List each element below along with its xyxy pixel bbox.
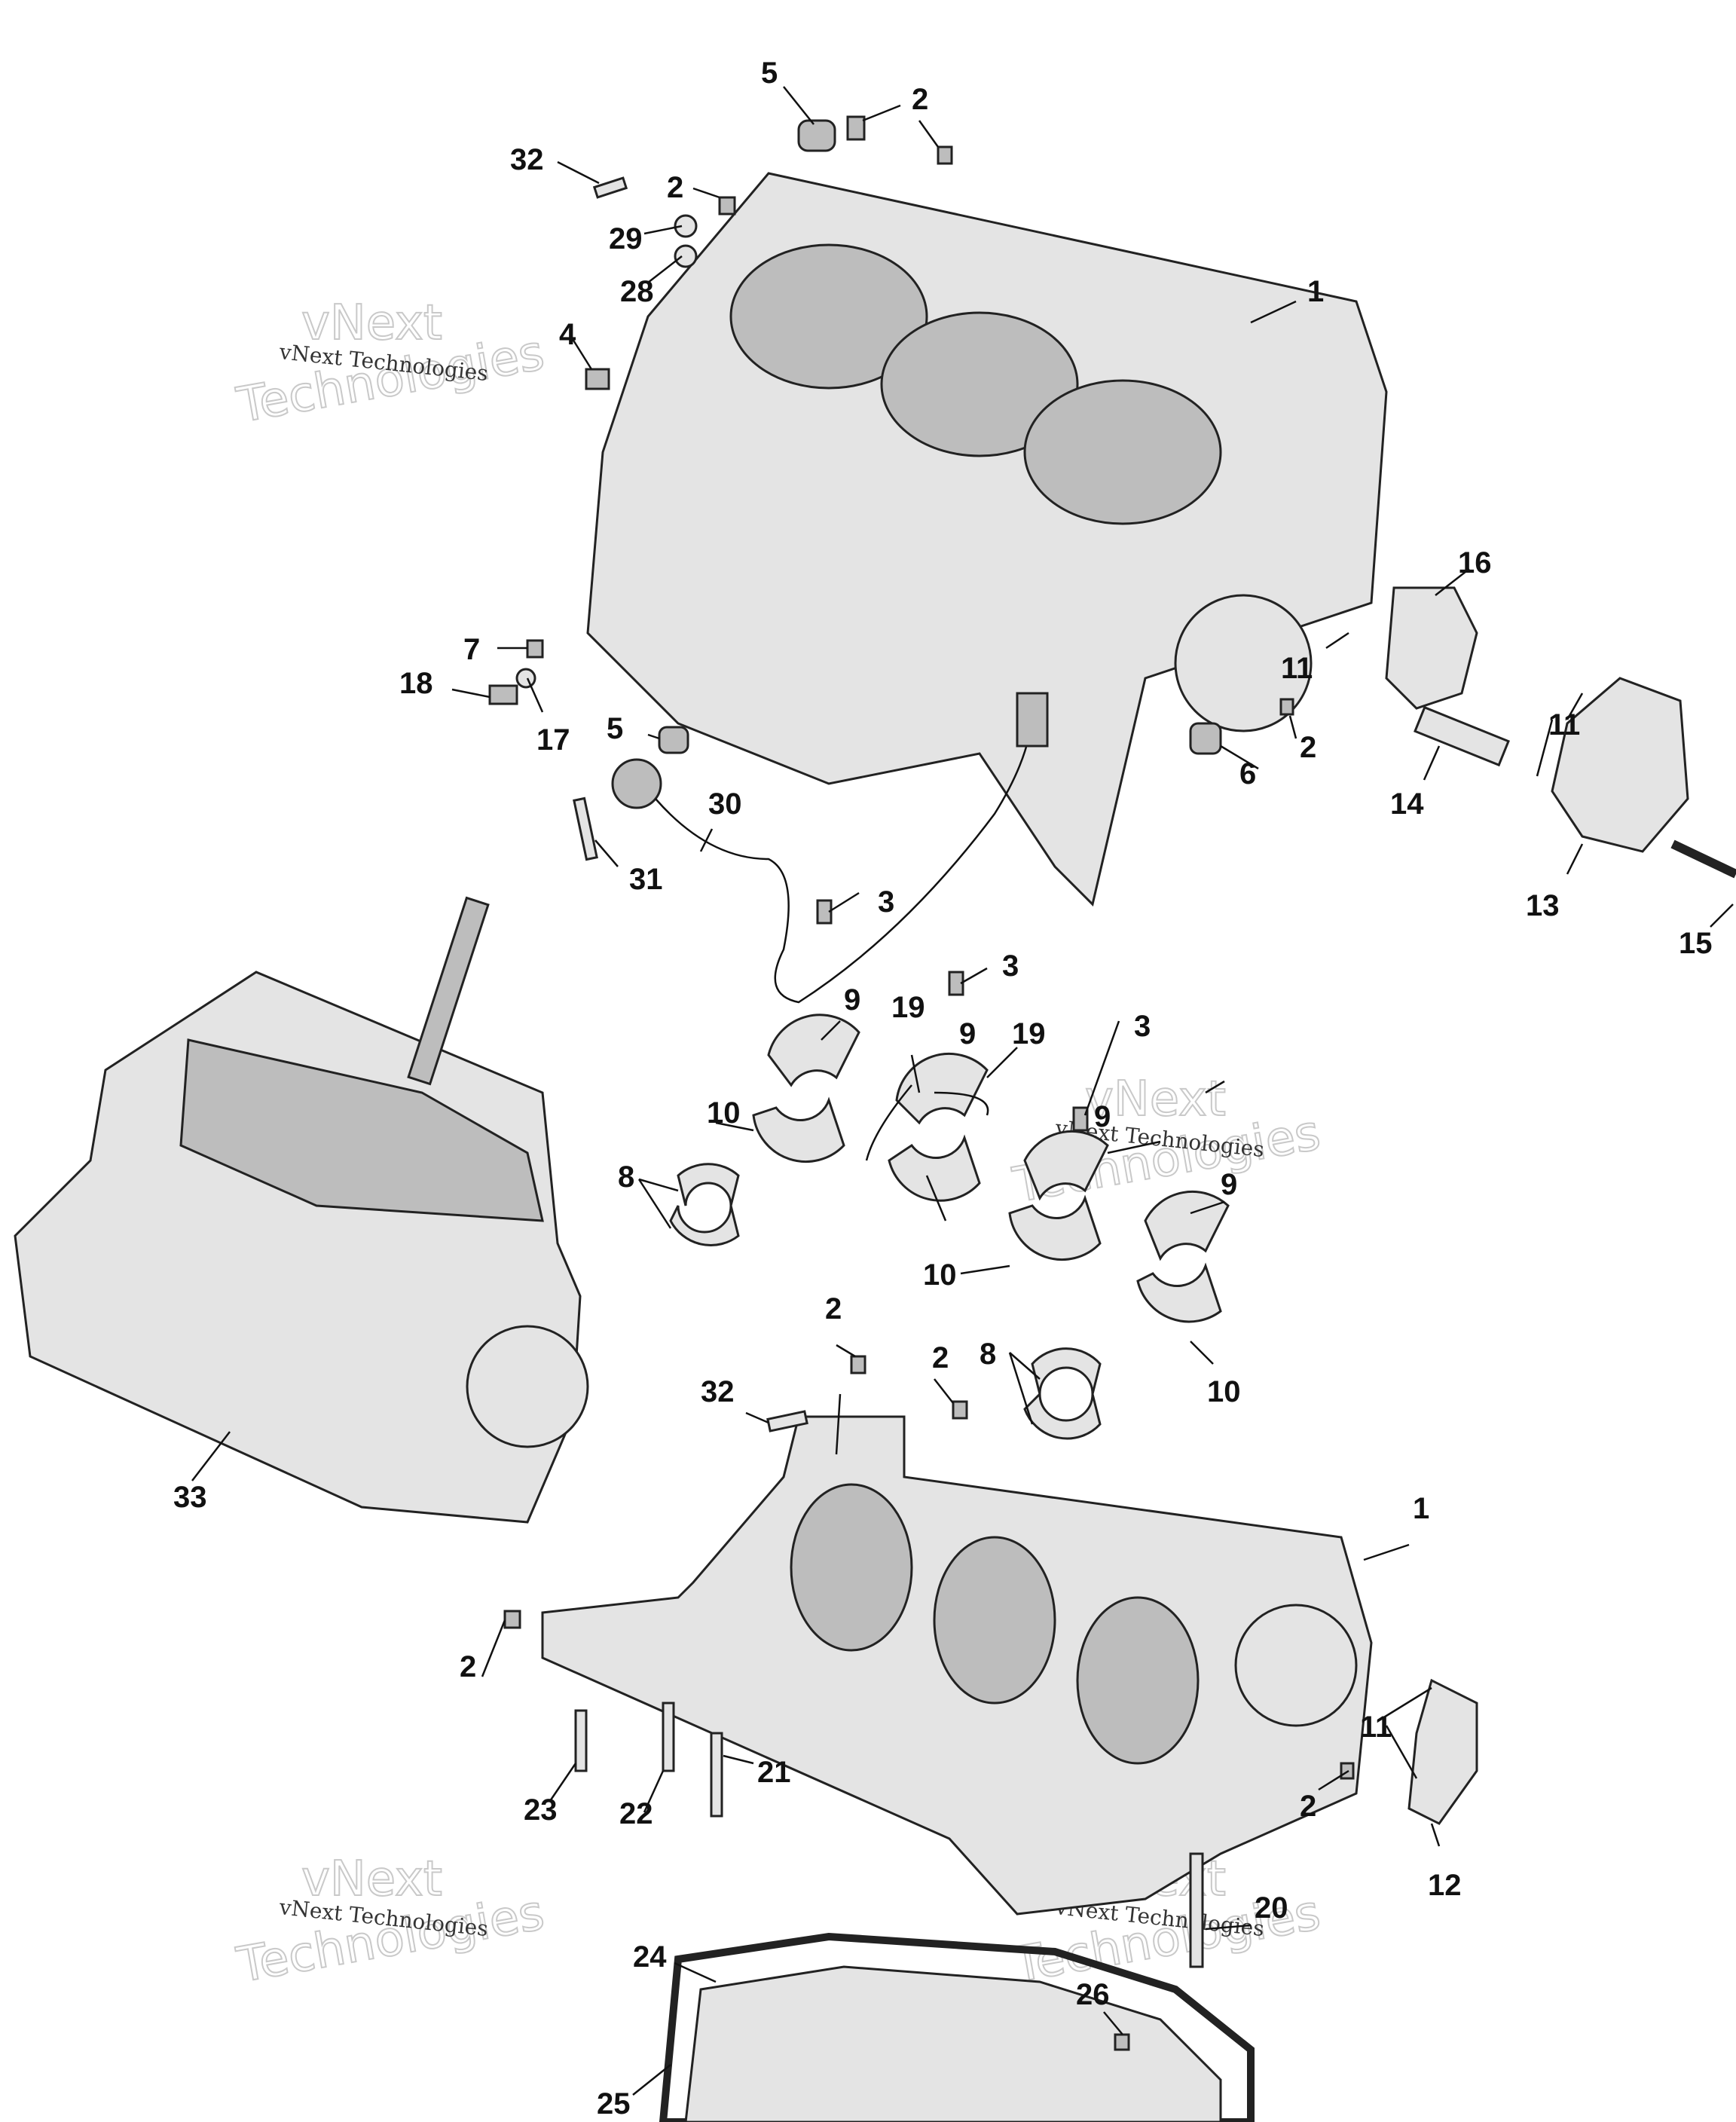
callout-label: 21: [757, 1756, 791, 1789]
engine-assembly: [14, 896, 589, 1524]
shaft-14: [1414, 705, 1510, 767]
leader-lines: [191, 86, 1734, 2096]
callout-label: 8: [618, 1160, 634, 1194]
cover-13: [1551, 677, 1689, 853]
callout-label: 18: [399, 667, 433, 700]
callout-label: 10: [1207, 1375, 1241, 1408]
callout-label: 23: [524, 1793, 558, 1827]
watermark-brand-word: vNext: [301, 1851, 442, 1907]
callout-label: 3: [1134, 1010, 1151, 1043]
callout-label: 25: [597, 2087, 631, 2120]
callout-label: 2: [1300, 1790, 1316, 1823]
watermark-top-left: vNext Technologies vNext Technologies: [232, 295, 549, 435]
callout-label: 22: [619, 1797, 653, 1830]
callout-label: 4: [559, 318, 576, 351]
callout-label: 5: [607, 712, 623, 745]
callout-label: 9: [959, 1017, 976, 1050]
bearing-shells: [669, 1014, 1230, 1440]
callout-label: 24: [633, 1940, 667, 1974]
callout-label: 3: [878, 885, 894, 919]
callout-label: 32: [510, 143, 544, 176]
oil-pan: [659, 1932, 1255, 2122]
callout-label: 3: [1002, 949, 1019, 983]
callout-label: 2: [667, 171, 683, 204]
cover-16: [1385, 586, 1478, 710]
callout-label: 1: [1307, 275, 1324, 308]
callout-label: 2: [912, 83, 928, 116]
fasteners: [488, 115, 1355, 2051]
callout-labels: 5 2 32 2 29 28 1 4 16 7 11 18 11 17 5 2 …: [173, 57, 1713, 2120]
callout-label: 8: [980, 1338, 996, 1371]
callout-label: 11: [1281, 652, 1313, 685]
callout-label: 12: [1428, 1869, 1462, 1902]
callout-label: 10: [707, 1096, 741, 1130]
lower-crankcase: [541, 1415, 1373, 1916]
callout-label: 20: [1255, 1891, 1288, 1925]
callout-label: 33: [173, 1481, 207, 1514]
callout-label: 2: [825, 1292, 842, 1325]
callout-label: 1: [1413, 1492, 1429, 1525]
callout-label: 16: [1458, 546, 1492, 579]
callout-label: 14: [1390, 787, 1424, 821]
callout-label: 19: [1012, 1017, 1046, 1050]
callout-label: 2: [932, 1341, 949, 1374]
callout-label: 7: [463, 633, 480, 666]
callout-label: 2: [460, 1650, 476, 1683]
callout-label: 31: [629, 863, 663, 896]
callout-label: 6: [1239, 757, 1256, 790]
callout-label: 26: [1076, 1978, 1110, 2011]
watermark-brand-word: vNext: [1085, 1072, 1226, 1127]
callout-label: 5: [761, 57, 778, 90]
callout-label: 32: [701, 1375, 735, 1408]
callout-label: 19: [891, 991, 925, 1024]
shaft-15: [1670, 839, 1736, 879]
watermark-bottom-left: vNext Technologies vNext Technologies: [232, 1851, 549, 1995]
upper-crankcase: [586, 172, 1388, 907]
callout-label: 2: [1300, 731, 1316, 764]
watermark-brand-word: vNext: [301, 295, 442, 351]
cover-12: [1407, 1678, 1478, 1825]
callout-label: 11: [1360, 1711, 1392, 1744]
callout-label: 13: [1526, 889, 1560, 922]
knock-sensor-wiring: [611, 692, 1049, 1004]
callout-label: 29: [609, 222, 643, 255]
callout-label: 11: [1548, 708, 1580, 741]
callout-label: 17: [536, 723, 570, 757]
callout-label: 28: [620, 275, 654, 308]
callout-label: 15: [1679, 927, 1713, 960]
callout-label: 9: [1221, 1168, 1237, 1201]
callout-label: 10: [923, 1258, 957, 1292]
callout-label: 9: [844, 983, 860, 1017]
callout-label: 9: [1094, 1100, 1111, 1133]
callout-label: 30: [708, 787, 742, 821]
